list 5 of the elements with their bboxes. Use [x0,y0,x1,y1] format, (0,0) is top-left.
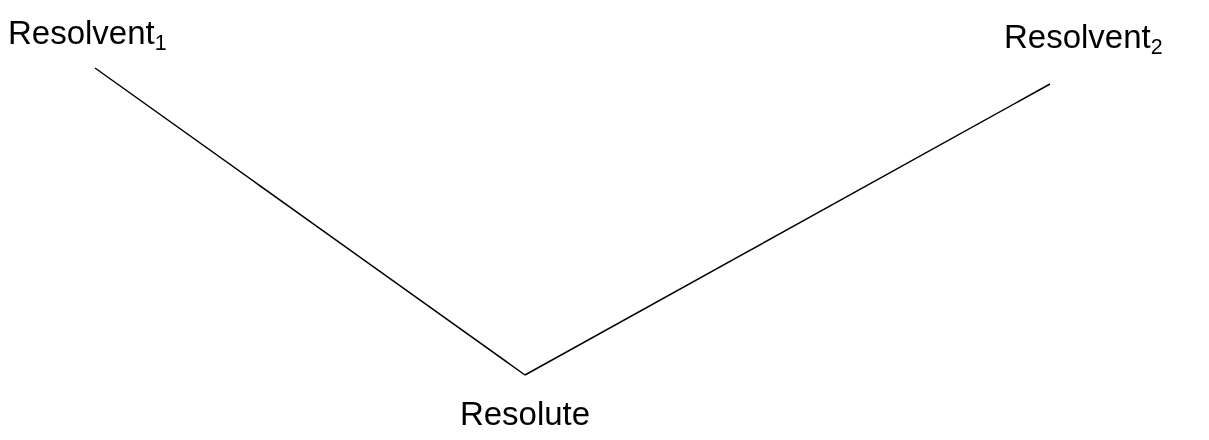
connector-line [94,67,526,376]
node-label: Resolute [459,395,591,433]
connector-line [524,83,1051,376]
node-label: Resolvent$_{2}$ [1004,18,1163,56]
node-label: Resolvent$_{1}$ [8,14,167,52]
